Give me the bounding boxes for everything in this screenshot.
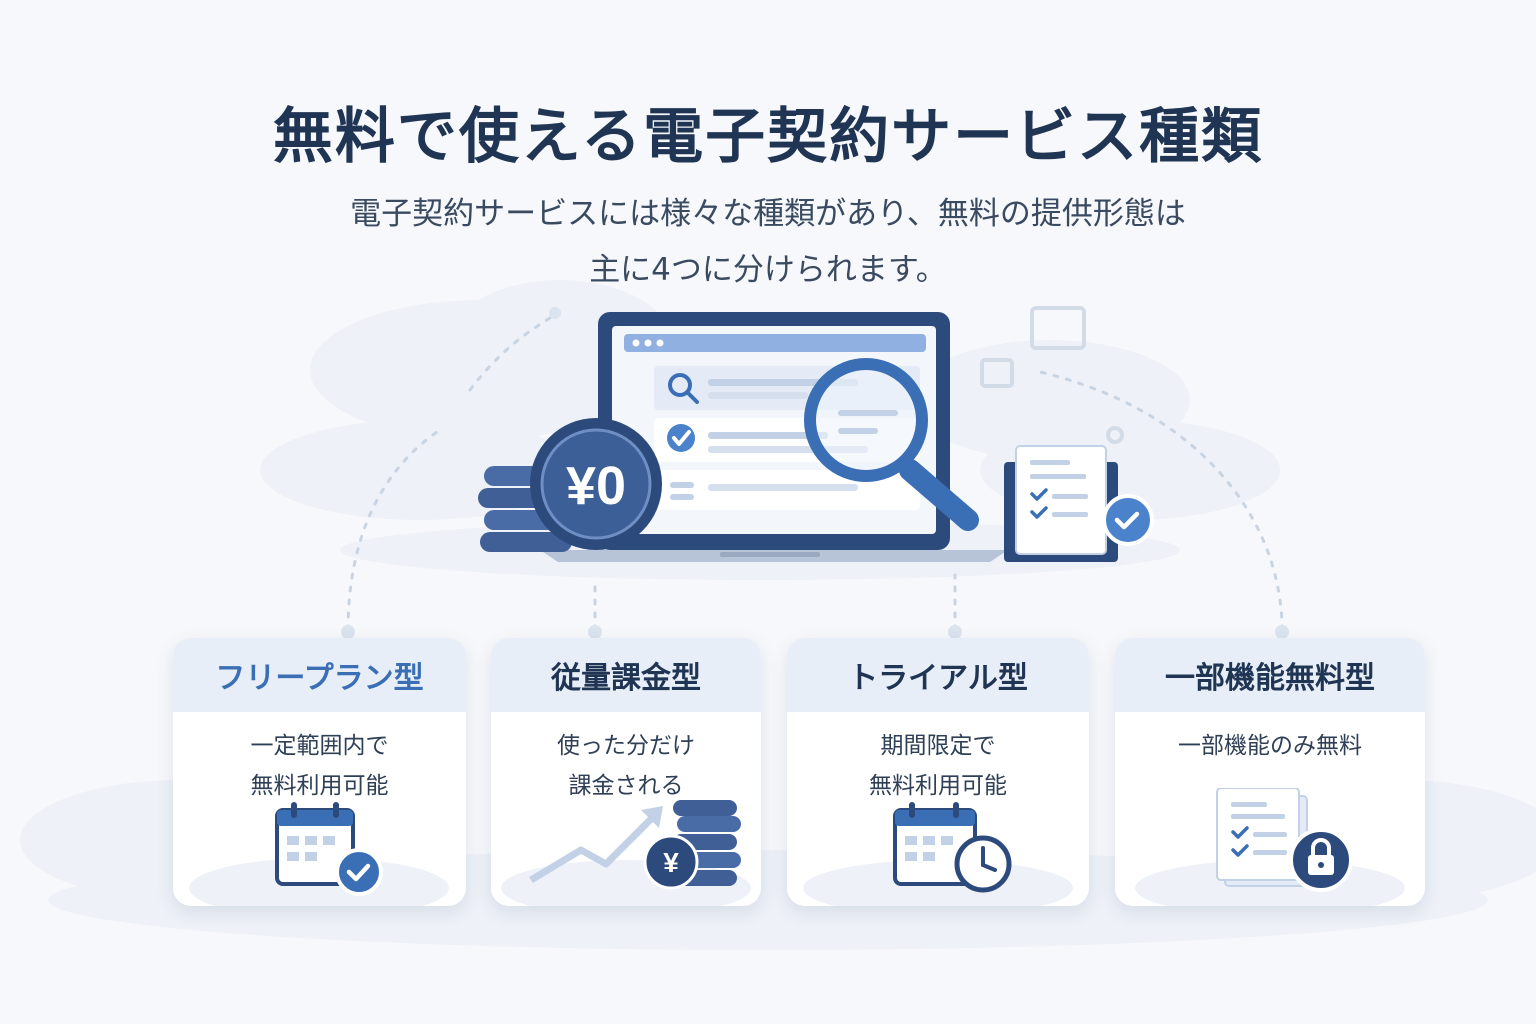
growth-coins-icon: ¥ <box>501 800 751 906</box>
card-title: 一部機能無料型 <box>1115 638 1425 712</box>
subtitle-line-1: 電子契約サービスには様々な種類があり、無料の提供形態は <box>350 196 1186 232</box>
coin-label: ¥ <box>663 847 679 878</box>
card-desc-line-2: 無料利用可能 <box>869 773 1007 799</box>
card-title: フリープラン型 <box>173 638 466 712</box>
subtitle-line-2: 主に4つに分けられます。 <box>589 252 947 288</box>
calendar-check-icon <box>189 802 449 906</box>
coin-stack-icon: ¥0 <box>478 418 662 552</box>
card-title: トライアル型 <box>787 638 1089 712</box>
search-icon <box>668 373 699 404</box>
calendar-clock-icon <box>803 802 1073 906</box>
card-title: 従量課金型 <box>491 638 761 712</box>
coin-label: ¥0 <box>566 456 626 516</box>
card-desc-line-1: 一定範囲内で <box>250 733 389 759</box>
card-trial: トライアル型 期間限定で 無料利用可能 <box>787 638 1089 906</box>
card-desc-line-1: 一部機能のみ無料 <box>1178 733 1362 759</box>
card-desc-line-2: 無料利用可能 <box>250 773 389 799</box>
check-icon <box>667 424 695 452</box>
card-desc-line-1: 使った分だけ <box>557 733 695 759</box>
card-free-plan: フリープラン型 一定範囲内で 無料利用可能 <box>173 638 466 906</box>
page-title: 無料で使える電子契約サービス種類 <box>272 102 1264 172</box>
card-partial-free: 一部機能無料型 一部機能のみ無料 <box>1115 638 1425 906</box>
card-desc-line-1: 期間限定で <box>880 733 996 759</box>
card-pay-per-use: 従量課金型 使った分だけ 課金される ¥ <box>491 638 761 906</box>
checklist-document-icon <box>1004 445 1154 562</box>
magnifier-icon <box>804 358 979 531</box>
document-lock-icon <box>1135 788 1405 906</box>
card-desc-line-2: 課金される <box>568 773 684 799</box>
